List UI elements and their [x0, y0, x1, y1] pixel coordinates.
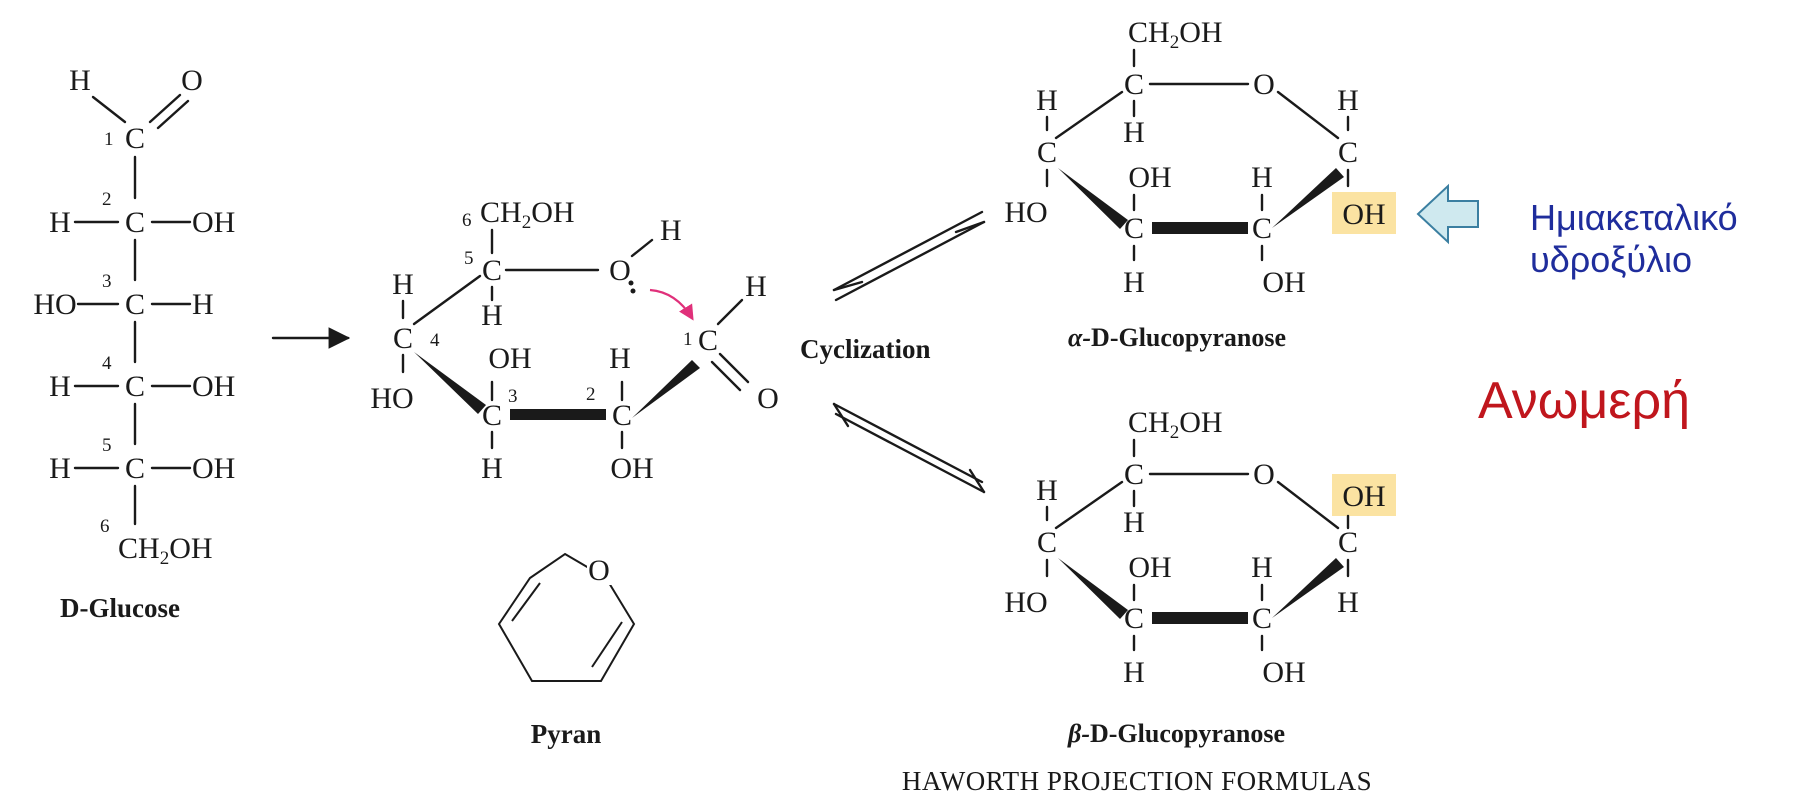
atom-h: H — [481, 452, 503, 485]
curved-attack-arrow — [649, 288, 694, 321]
beta-d-glucopyranose: CH2OH C O H H C HO OH C H H C OH OH C H … — [1004, 406, 1396, 748]
atom-oh: OH — [1128, 551, 1171, 584]
atom-h: H — [745, 270, 767, 303]
atom-h: H — [192, 288, 214, 321]
anomeric-oh: OH — [1342, 198, 1385, 231]
atom-ho: HO — [1004, 196, 1047, 229]
atom-ho: HO — [1004, 586, 1047, 619]
carbon-number: 5 — [102, 435, 112, 456]
equilibrium-arrows — [832, 210, 986, 494]
atom-c: C — [125, 370, 145, 403]
atom-c: C — [1338, 136, 1358, 169]
carbon-number: 6 — [100, 516, 110, 537]
open-chain-intermediate: 6 CH2OH 5 C O H H H C 4 HO C 3 OH H C 2 … — [370, 196, 779, 485]
atom-ho: HO — [33, 288, 76, 321]
atom-c: C — [1252, 602, 1272, 635]
carbon-number: 5 — [464, 248, 474, 269]
carbon-number: 6 — [462, 210, 472, 231]
alpha-caption: α-D-Glucopyranose — [1068, 323, 1286, 352]
atom-h: H — [609, 342, 631, 375]
atom-h: H — [392, 268, 414, 301]
atom-c: C — [125, 206, 145, 239]
atom-oh: OH — [192, 206, 235, 239]
atom-c: C — [393, 322, 413, 355]
atom-h: H — [1123, 266, 1145, 299]
atom-h: H — [1337, 84, 1359, 117]
atom-o: O — [609, 254, 631, 287]
atom-c: C — [1037, 136, 1057, 169]
atom-c: C — [1124, 68, 1144, 101]
atom-c: C — [1124, 212, 1144, 245]
atom-c: C — [1124, 458, 1144, 491]
atom-h: H — [1251, 161, 1273, 194]
carbon-number: 4 — [102, 353, 112, 374]
atom-c: C — [125, 288, 145, 321]
atom-c: C — [125, 452, 145, 485]
carbon-number: 3 — [102, 271, 112, 292]
atom-c: C — [1338, 526, 1358, 559]
atom-c: C — [1124, 602, 1144, 635]
atom-h: H — [1251, 551, 1273, 584]
ch2oh-group: CH2OH — [1128, 406, 1223, 443]
pyran-structure: O Pyran — [497, 552, 636, 749]
anomeric-oh-highlight — [1332, 192, 1396, 234]
atom-c: C — [1252, 212, 1272, 245]
haworth-caption: HAWORTH PROJECTION FORMULAS — [902, 766, 1372, 796]
atom-oh: OH — [610, 452, 653, 485]
atom-oh: OH — [1262, 266, 1305, 299]
atom-h: H — [49, 370, 71, 403]
atom-h: H — [49, 206, 71, 239]
atom-h: H — [1337, 586, 1359, 619]
carbon-number: 3 — [508, 386, 518, 407]
ch2oh-group: CH2OH — [118, 532, 213, 569]
carbon-number: 4 — [430, 330, 440, 351]
atom-h: H — [1036, 84, 1058, 117]
atom-h: H — [1123, 116, 1145, 149]
atom-oh: OH — [1128, 161, 1171, 194]
atom-o: O — [1253, 68, 1275, 101]
atom-h: H — [660, 214, 682, 247]
beta-caption: β-D-Glucopyranose — [1067, 719, 1285, 748]
atom-h: H — [69, 64, 91, 97]
anomeric-oh: OH — [1342, 480, 1385, 513]
atom-c: C — [482, 254, 502, 287]
atom-c: C — [698, 324, 718, 357]
atom-o: O — [588, 554, 610, 587]
carbon-number: 2 — [102, 189, 112, 210]
atom-h: H — [49, 452, 71, 485]
d-glucose-fischer-projection: H O 1 C H 2 C OH HO 3 C H H 4 C OH H 5 C… — [33, 64, 235, 623]
atom-c: C — [482, 399, 502, 432]
pyran-caption: Pyran — [531, 719, 602, 749]
atom-h: H — [481, 299, 503, 332]
atom-oh: OH — [192, 452, 235, 485]
ch2oh-group: CH2OH — [1128, 16, 1223, 53]
atom-h: H — [1123, 506, 1145, 539]
ch2oh-group: CH2OH — [480, 196, 575, 233]
d-glucose-caption: D-Glucose — [60, 593, 180, 623]
carbon-number: 1 — [683, 329, 693, 350]
carbon-number: 1 — [104, 129, 114, 150]
atom-oh: OH — [192, 370, 235, 403]
carbon-number: 2 — [586, 384, 596, 405]
atom-c: C — [612, 399, 632, 432]
atom-oh: OH — [488, 342, 531, 375]
atom-c: C — [125, 122, 145, 155]
hemiacetal-label: Ημιακεταλικό — [1530, 197, 1738, 238]
anomeric-oh-highlight — [1332, 474, 1396, 516]
cyclization-label: Cyclization — [800, 334, 930, 364]
atom-oh: OH — [1262, 656, 1305, 689]
anomer-label: Ανωμερή — [1478, 372, 1690, 430]
atom-c: C — [1037, 526, 1057, 559]
atom-h: H — [1036, 474, 1058, 507]
atom-o: O — [181, 64, 203, 97]
hemiacetal-pointer-arrow — [1416, 183, 1479, 245]
alpha-d-glucopyranose: CH2OH C O H H C HO OH C H H C OH H C OH … — [1004, 16, 1396, 352]
atom-ho: HO — [370, 382, 413, 415]
atom-h: H — [1123, 656, 1145, 689]
atom-o: O — [1253, 458, 1275, 491]
atom-o: O — [757, 382, 779, 415]
hydroxyl-label: υδροξύλιο — [1530, 239, 1692, 280]
